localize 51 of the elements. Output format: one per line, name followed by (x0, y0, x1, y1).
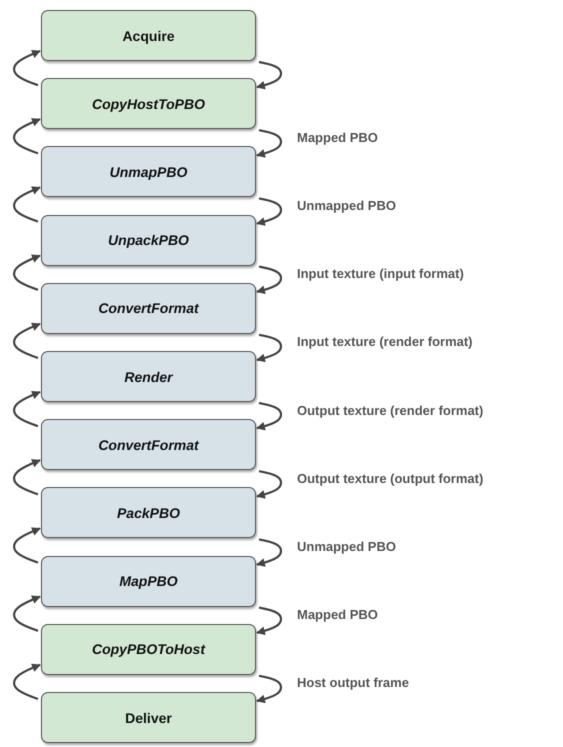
edge-label: Input texture (render format) (296, 334, 474, 350)
curved-arrow (13, 118, 41, 154)
process-box (41, 624, 256, 675)
step-name: UnmapPBO (110, 164, 188, 180)
step-name: ConvertFormat (98, 436, 199, 453)
curved-arrow (13, 527, 41, 564)
edge-label: Output texture (render format) (296, 402, 484, 418)
process-box (41, 282, 256, 334)
step-name: ConvertFormat (98, 300, 199, 316)
process-box (41, 10, 256, 61)
step-name: Render (124, 368, 173, 384)
step-name: CopyPBOToHost (92, 641, 206, 658)
edge-label: Input texture (input format) (296, 266, 465, 282)
edge-label: Mapped PBO (296, 130, 379, 145)
curved-arrow (256, 674, 282, 704)
curved-arrow (13, 664, 41, 700)
edge-label: Unmapped PBO (296, 539, 397, 554)
process-box (41, 146, 256, 198)
step-name: PackPBO (116, 504, 180, 521)
process-box (41, 556, 256, 607)
curved-arrow (13, 186, 41, 223)
step-name: Acquire (122, 28, 175, 44)
edge-label: Output texture (output format) (296, 470, 484, 486)
step-name: MapPBO (119, 573, 178, 590)
edge-label: Unmapped PBO (296, 198, 397, 213)
curved-arrow (256, 538, 282, 567)
curved-arrow (13, 390, 41, 428)
step-name: UnpackPBO (108, 232, 189, 248)
curved-arrow (256, 266, 282, 294)
curved-arrow (256, 129, 282, 158)
curved-arrow (256, 606, 282, 636)
curved-arrow (13, 322, 41, 360)
curved-arrow (13, 50, 41, 86)
edge-label: Host output frame (296, 675, 410, 690)
process-box (41, 692, 256, 743)
curved-arrow (13, 596, 41, 632)
process-box (41, 214, 256, 266)
curved-arrow (256, 334, 282, 362)
step-name: CopyHostToPBO (92, 96, 206, 112)
curved-arrow (13, 254, 41, 291)
process-box (41, 419, 256, 470)
process-box (41, 78, 256, 130)
process-box (41, 351, 256, 402)
curved-arrow (256, 470, 282, 499)
step-name: Deliver (125, 710, 172, 726)
curved-arrow (13, 459, 41, 496)
curved-arrow (256, 402, 282, 430)
curved-arrow (256, 60, 282, 90)
process-box (41, 487, 256, 538)
edge-label: Mapped PBO (296, 607, 379, 622)
curved-arrow (256, 197, 282, 226)
